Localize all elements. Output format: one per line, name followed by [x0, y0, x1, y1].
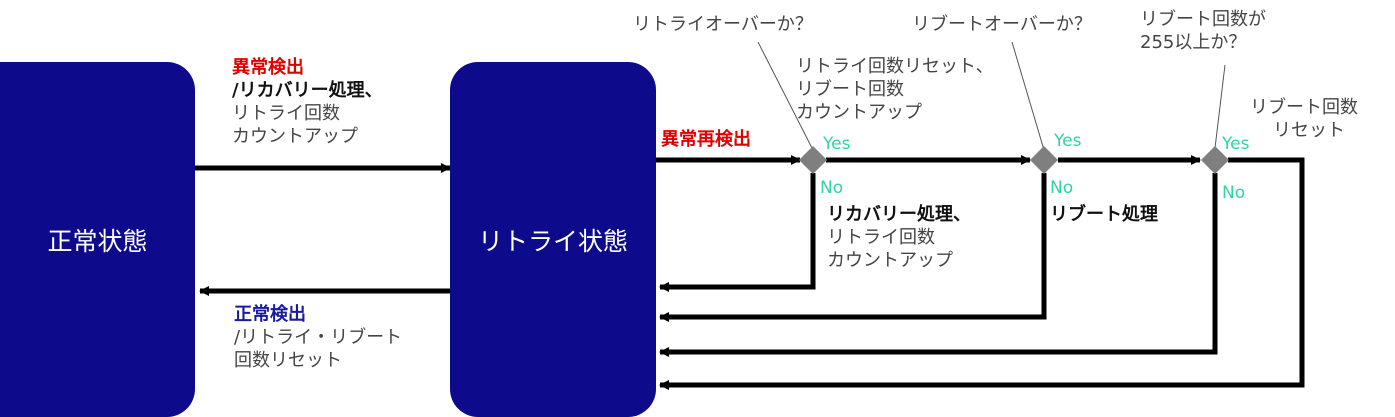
leader-d3	[1214, 64, 1226, 149]
decision-2-question: リブートオーバーか？	[912, 14, 1092, 35]
label-to-retry-line2: リトライ回数	[232, 103, 340, 124]
decision-2-yes: Yes	[1054, 131, 1082, 151]
decision-diamond-3	[1201, 146, 1229, 174]
state-retry: リトライ状態	[450, 62, 656, 417]
label-to-retry-line3: カウントアップ	[232, 126, 358, 147]
arrow-d3-yes-return	[659, 157, 1305, 390]
decision-1-yes-action-line2: リブート回数	[796, 79, 904, 100]
decision-diamond-2	[1030, 146, 1058, 174]
decision-1-no-action-line1: リトライ回数	[827, 227, 935, 248]
label-to-normal-line1: /リトライ・リブート	[234, 327, 403, 348]
label-to-normal: 正常検出 /リトライ・リブート 回数リセット	[234, 303, 402, 372]
decision-1-yes: Yes	[823, 134, 851, 154]
decision-3-yes-action-line1: リブート回数	[1250, 97, 1358, 118]
decision-3-question-line1: リブート回数が	[1140, 9, 1266, 30]
arrow-d1-no-return	[659, 173, 816, 292]
decision-2-no: No	[1050, 178, 1074, 198]
decision-1-no-action-line2: カウントアップ	[827, 250, 953, 271]
decision-1-no-action: リカバリー処理、 リトライ回数 カウントアップ	[827, 203, 971, 272]
state-normal: 正常状態	[0, 62, 195, 417]
decision-1-yes-action-line1: リトライ回数リセット、	[796, 56, 994, 77]
decision-1-no: No	[820, 178, 844, 198]
decision-1-yes-action-line3: カウントアップ	[796, 102, 922, 123]
arrow-d3-no-return	[659, 173, 1218, 357]
decision-3-question-line2: 255以上か？	[1140, 32, 1247, 53]
arrow-d2-no-return	[659, 173, 1047, 322]
label-to-normal-title: 正常検出	[234, 304, 306, 325]
label-redetect: 異常再検出	[661, 129, 751, 150]
label-to-retry-line1: /リカバリー処理、	[232, 80, 383, 101]
decision-3-question: リブート回数が 255以上か？	[1140, 8, 1266, 54]
leader-d2	[1011, 41, 1045, 151]
decision-2-no-action: リブート処理	[1050, 204, 1158, 225]
decision-diamond-1	[799, 146, 827, 174]
decision-3-yes-action-line2: リセット	[1273, 120, 1345, 141]
decision-1-no-action-title: リカバリー処理、	[827, 204, 971, 225]
leader-d1	[757, 41, 814, 151]
label-to-retry: 異常検出 /リカバリー処理、 リトライ回数 カウントアップ	[232, 56, 383, 148]
decision-1-question: リトライオーバーか？	[633, 14, 813, 35]
decision-3-yes-action: リブート回数 リセット	[1250, 96, 1358, 142]
decision-1-yes-action: リトライ回数リセット、 リブート回数 カウントアップ	[796, 55, 994, 124]
decision-3-yes: Yes	[1222, 134, 1250, 154]
label-to-normal-line2: 回数リセット	[234, 350, 342, 371]
decision-3-no: No	[1222, 183, 1246, 203]
label-to-retry-title: 異常検出	[232, 57, 304, 78]
